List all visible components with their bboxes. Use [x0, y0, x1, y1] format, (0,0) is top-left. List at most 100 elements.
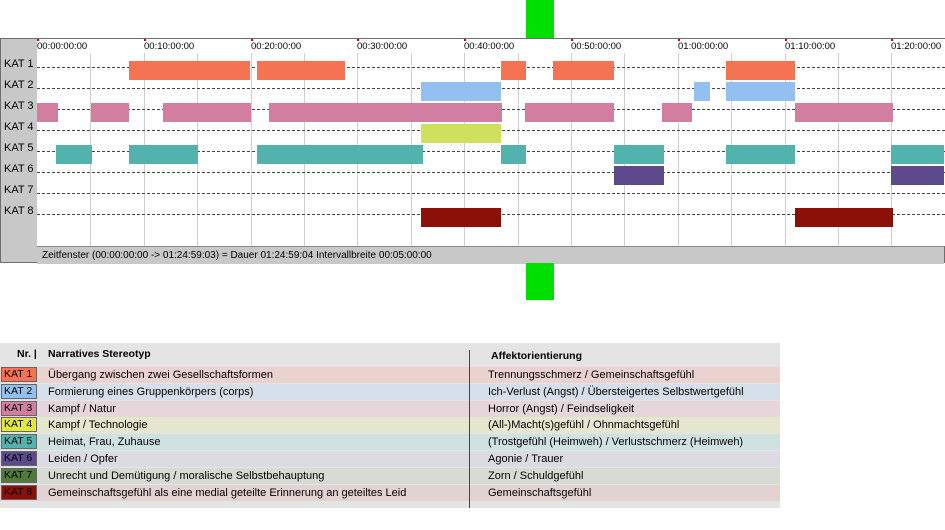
segment-bar[interactable]	[726, 145, 795, 164]
legend-row: KAT 2 Formierung eines Gruppenkörpers (co…	[0, 383, 780, 400]
playhead-marker-top[interactable]	[526, 0, 554, 38]
row-label-kat-4: KAT 4	[4, 121, 34, 133]
stereotyp-text: Unrecht und Demütigung / moralische Selb…	[48, 469, 325, 482]
segment-bar[interactable]	[795, 208, 893, 227]
segment-bar[interactable]	[421, 82, 501, 101]
row-label-kat-6: KAT 6	[4, 163, 34, 175]
playhead-marker-bottom[interactable]	[526, 263, 554, 300]
tick-mark	[891, 39, 893, 41]
affekt-text: Agonie / Trauer	[488, 453, 564, 465]
tick-mark	[571, 39, 573, 41]
kat-swatch: KAT 7	[1, 467, 37, 483]
segment-bar[interactable]	[56, 145, 92, 164]
row-line	[37, 193, 945, 194]
segment-bar[interactable]	[726, 61, 795, 80]
affekt-text: Gemeinschaftsgefühl	[488, 486, 592, 499]
tick-mark	[144, 39, 146, 41]
stereotyp-text: Kampf / Technologie	[48, 419, 148, 432]
row-labels: KAT 1 KAT 2 KAT 3 KAT 4 KAT 5 KAT 6 KAT 7 KAT 8	[1, 39, 37, 246]
row-label-kat-8: KAT 8	[4, 205, 34, 217]
segment-bar[interactable]	[553, 61, 614, 80]
legend-row: KAT 1 Übergang zwischen zwei Gesellschaft…	[0, 367, 780, 383]
segment-bar[interactable]	[501, 61, 526, 80]
grid-line	[838, 53, 839, 246]
segment-bar[interactable]	[726, 82, 795, 101]
row-label-kat-5: KAT 5	[4, 142, 34, 154]
header-stereotyp: Narratives Stereotyp	[48, 348, 151, 360]
tick-mark	[678, 39, 680, 41]
tick-label: 00:00:00:00	[37, 41, 88, 52]
timeline-panel: KAT 1 KAT 2 KAT 3 KAT 4 KAT 5 KAT 6 KAT 7 KAT 8…	[0, 38, 945, 264]
header-affekt: Affektorientierung	[491, 350, 583, 362]
kat-swatch: KAT 8	[1, 484, 37, 500]
kat-swatch: KAT 4	[1, 417, 37, 433]
segment-bar[interactable]	[91, 103, 129, 122]
segment-bar[interactable]	[129, 145, 198, 164]
header-nr: Nr. |	[17, 348, 37, 360]
legend-separator	[469, 350, 470, 508]
tick-label: 01:00:00:00	[678, 41, 729, 52]
grid-line	[571, 53, 572, 246]
tick-mark	[464, 39, 466, 41]
segment-bar[interactable]	[129, 61, 250, 80]
segment-bar[interactable]	[163, 103, 251, 122]
tick-label: 00:20:00:00	[251, 41, 302, 52]
row-line	[37, 172, 945, 173]
tick-label: 00:10:00:00	[144, 41, 195, 52]
tick-mark	[37, 39, 39, 41]
affekt-text: Horror (Angst) / Feindseligkeit	[488, 402, 635, 415]
tick-label: 01:10:00:00	[785, 41, 836, 52]
tick-label: 00:50:00:00	[571, 41, 622, 52]
row-label-kat-1: KAT 1	[4, 58, 34, 70]
stereotyp-text: Formierung eines Gruppenkörpers (corps)	[48, 385, 254, 398]
row-label-kat-3: KAT 3	[4, 100, 34, 112]
row-label-kat-2: KAT 2	[4, 79, 34, 91]
legend-row: KAT 7 Unrecht und Demütigung / moralische…	[0, 467, 780, 484]
tick-mark	[357, 39, 359, 41]
segment-bar[interactable]	[257, 145, 423, 164]
segment-bar[interactable]	[269, 103, 502, 122]
segment-bar[interactable]	[525, 103, 614, 122]
row-line	[37, 67, 945, 68]
kat-swatch: KAT 6	[1, 451, 37, 466]
stereotyp-text: Heimat, Frau, Zuhause	[48, 436, 161, 449]
tick-mark	[785, 39, 787, 41]
segment-bar[interactable]	[421, 124, 501, 143]
segment-bar[interactable]	[501, 145, 526, 164]
tick-mark	[251, 39, 253, 41]
segment-bar[interactable]	[694, 82, 710, 101]
kat-swatch: KAT 3	[1, 400, 37, 416]
affekt-text: Trennungsschmerz / Gemeinschaftsgefühl	[488, 369, 695, 381]
segment-bar[interactable]	[662, 103, 692, 122]
segment-bar[interactable]	[891, 145, 944, 164]
legend-header: Nr. | Narratives Stereotyp Affektorienti…	[0, 343, 780, 365]
row-line	[37, 151, 945, 152]
segment-bar[interactable]	[614, 166, 664, 185]
legend-row: KAT 8 Gemeinschaftsgefühl als eine medial…	[0, 484, 780, 501]
segment-bar[interactable]	[37, 103, 58, 122]
status-bar: Zeitfenster (00:00:00:00 -> 01:24:59:03)…	[37, 246, 944, 264]
segment-bar[interactable]	[421, 208, 501, 227]
tick-label: 01:20:00:00	[891, 41, 942, 52]
legend-table: Nr. | Narratives Stereotyp Affektorienti…	[0, 343, 780, 508]
segment-bar[interactable]	[795, 103, 893, 122]
affekt-text: (Trostgefühl (Heimweh) / Verlustschmerz …	[488, 436, 744, 449]
segment-bar[interactable]	[257, 61, 345, 80]
segment-bar[interactable]	[891, 166, 944, 185]
tick-label: 00:30:00:00	[357, 41, 408, 52]
stereotyp-text: Leiden / Opfer	[48, 453, 118, 465]
segment-bar[interactable]	[614, 145, 664, 164]
stereotyp-text: Kampf / Natur	[48, 402, 116, 415]
timeline-plot[interactable]: 00:00:00:00 00:10:00:00 00:20:00:00 00:30:0…	[37, 39, 945, 246]
affekt-text: Zorn / Schuldgefühl	[488, 469, 584, 482]
kat-swatch: KAT 5	[1, 434, 37, 450]
grid-line	[678, 53, 679, 246]
stereotyp-text: Übergang zwischen zwei Gesellschaftsform…	[48, 369, 273, 381]
legend-row: KAT 3 Kampf / Natur Horror (Angst) / Feind…	[0, 400, 780, 417]
legend-row: KAT 6 Leiden / Opfer Agonie / Trauer	[0, 451, 780, 467]
row-label-kat-7: KAT 7	[4, 184, 34, 196]
kat-swatch: KAT 2	[1, 383, 37, 399]
stereotyp-text: Gemeinschaftsgefühl als eine medial gete…	[48, 486, 407, 499]
kat-swatch: KAT 1	[1, 367, 37, 382]
